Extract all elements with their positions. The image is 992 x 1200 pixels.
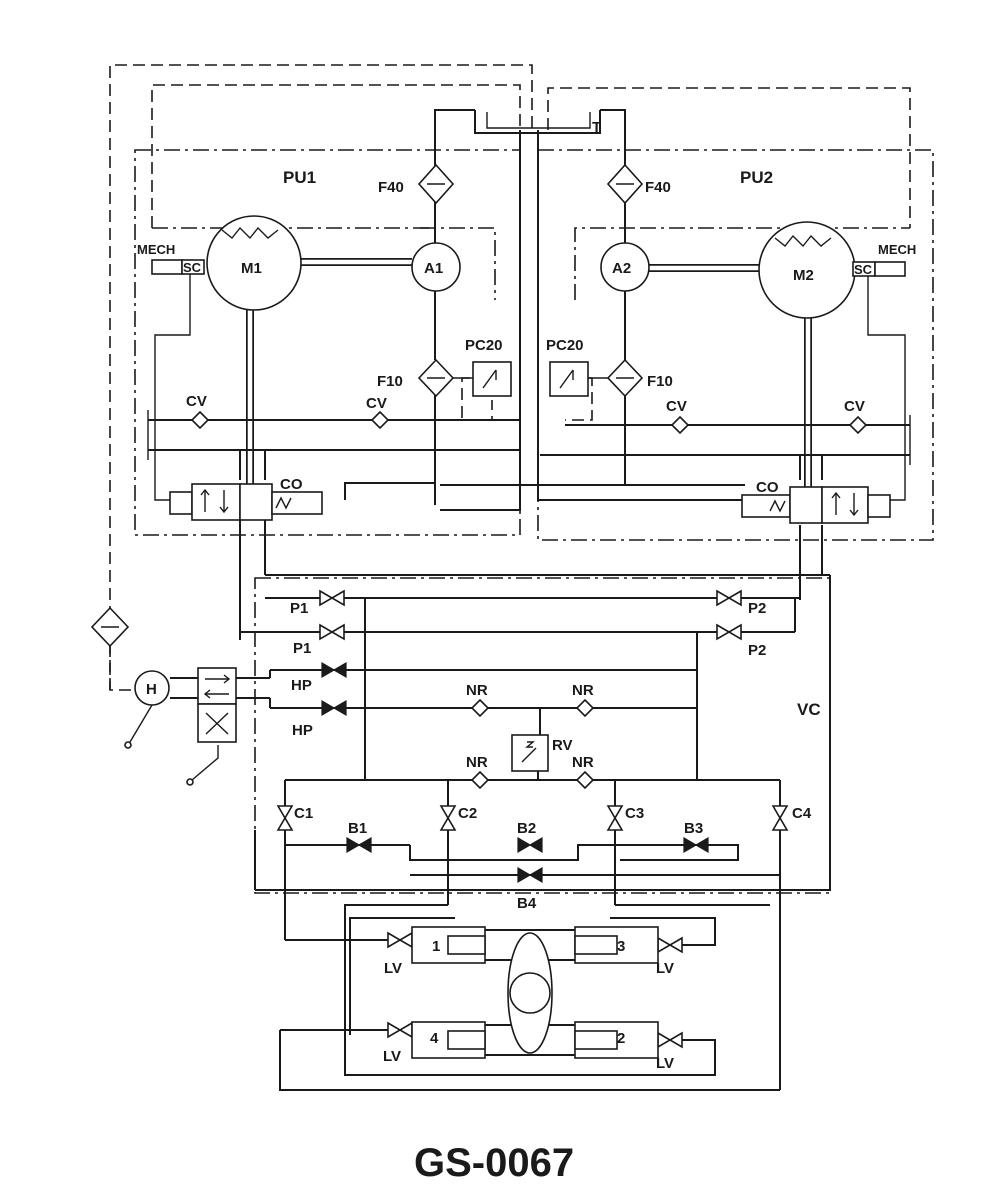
hand-pump-circuit	[109, 645, 271, 786]
sc-left-label: SC	[183, 260, 202, 275]
pump-unit-2	[440, 109, 911, 600]
lv-label-1: LV	[384, 960, 402, 977]
filter-f10-left: F10	[377, 358, 455, 398]
figure-code: GS-0067	[414, 1141, 574, 1185]
b3-label: B3	[684, 820, 703, 837]
nr-label-2: NR	[572, 682, 594, 699]
filter-f40-right: F40	[606, 163, 671, 205]
p1-label-1: P1	[290, 600, 308, 617]
directional-valve-co-right: CO	[741, 479, 891, 524]
pump-a2: A2	[600, 242, 650, 292]
lv-label-4: LV	[656, 1055, 674, 1072]
unit-pu2-label: PU2	[740, 168, 773, 187]
pc20-right-label: PC20	[546, 337, 584, 354]
filter-f10-left-label: F10	[377, 373, 403, 390]
cv-label-2: CV	[366, 395, 387, 412]
b2-label: B2	[517, 820, 536, 837]
actuator-3-label: 3	[617, 938, 625, 955]
lv-label-2: LV	[656, 960, 674, 977]
lv-label-3: LV	[383, 1048, 401, 1065]
nr-label-4: NR	[572, 754, 594, 771]
co-left-label: CO	[280, 476, 303, 493]
mech-right-label: MECH	[878, 242, 916, 257]
pump-unit-1	[147, 109, 521, 640]
valves-b: B1 B2 B3 B4	[346, 820, 709, 912]
c2-label: C2	[458, 805, 477, 822]
p2-label-1: P2	[748, 600, 766, 617]
p2-label-2: P2	[748, 642, 766, 659]
b4-label: B4	[517, 895, 537, 912]
c1-label: C1	[294, 805, 313, 822]
selector-valve	[197, 667, 237, 743]
directional-valve-co-left: CO	[169, 476, 323, 521]
filter-f10-right-label: F10	[647, 373, 673, 390]
filter-hand-pump	[90, 606, 130, 648]
cv-label-4: CV	[844, 398, 865, 415]
motor-m2: M2	[758, 221, 856, 319]
actuator-1-label: 1	[432, 938, 440, 955]
pressure-control-pc20-right: PC20	[546, 337, 608, 397]
cv-label-3: CV	[666, 398, 687, 415]
valves-hp: HP HP	[291, 661, 347, 739]
motor-m1: M1	[206, 215, 302, 311]
mech-sc-left: MECH SC	[137, 242, 205, 275]
unit-pu1-label: PU1	[283, 168, 316, 187]
mech-sc-right: MECH SC	[852, 242, 916, 277]
pc20-left-label: PC20	[465, 337, 503, 354]
hp-label-1: HP	[291, 677, 312, 694]
mech-left-label: MECH	[137, 242, 175, 257]
motor-m1-label: M1	[241, 260, 262, 277]
pump-a2-label: A2	[612, 260, 631, 277]
valves-c: C1 C2 C3 C4	[276, 805, 812, 831]
valves-p1-p2: P1 P1 P2 P2	[290, 589, 766, 659]
nr-label-3: NR	[466, 754, 488, 771]
p1-label-2: P1	[293, 640, 311, 657]
motor-m2-label: M2	[793, 267, 814, 284]
filter-f40-left: F40	[378, 163, 455, 205]
sc-right-label: SC	[854, 262, 873, 277]
tank-label: T	[592, 119, 601, 136]
unit-vc-label: VC	[797, 700, 821, 719]
cv-label-1: CV	[186, 393, 207, 410]
actuator-4-label: 4	[430, 1030, 439, 1047]
b1-label: B1	[348, 820, 367, 837]
check-valves-nr: NR NR NR NR	[466, 682, 595, 790]
nr-label-1: NR	[466, 682, 488, 699]
lv-valves: LV LV LV LV	[383, 931, 683, 1072]
c3-label: C3	[625, 805, 644, 822]
pressure-control-pc20-left: PC20	[453, 337, 512, 397]
hand-pump-label: H	[146, 681, 157, 698]
co-right-label: CO	[756, 479, 779, 496]
relief-valve-rv: RV	[511, 734, 573, 772]
rv-label: RV	[552, 737, 573, 754]
filter-f10-right: F10	[606, 358, 673, 398]
hand-pump-h: H	[134, 670, 170, 706]
filter-f40-left-label: F40	[378, 179, 404, 196]
pump-a1-label: A1	[424, 260, 443, 277]
actuator-2-label: 2	[617, 1030, 625, 1047]
c4-label: C4	[792, 805, 812, 822]
check-valves-cv: CV CV CV CV	[186, 393, 868, 435]
pump-a1: A1	[411, 242, 461, 292]
actuators: 1 3 4 2	[411, 926, 659, 1059]
filter-f40-right-label: F40	[645, 179, 671, 196]
hp-label-2: HP	[292, 722, 313, 739]
